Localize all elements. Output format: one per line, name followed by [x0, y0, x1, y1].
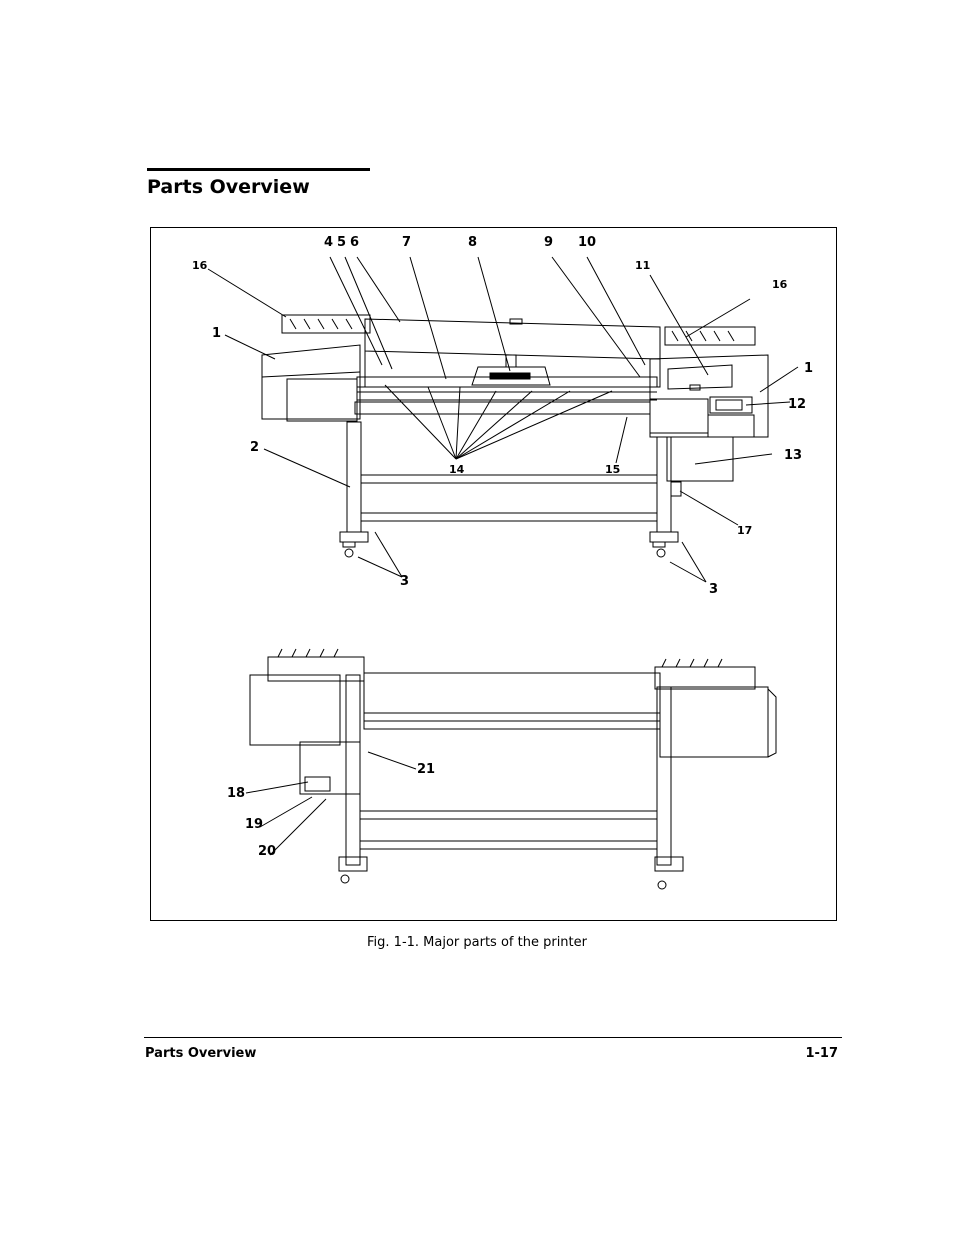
- label-18: 18: [227, 786, 245, 801]
- carriage: [471, 354, 551, 386]
- label-19: 19: [245, 817, 263, 832]
- label-3-right: 3: [709, 582, 718, 597]
- label-4: 4: [324, 235, 333, 250]
- label-20: 20: [258, 844, 276, 859]
- label-7: 7: [402, 235, 411, 250]
- ink-cabinet: [666, 436, 734, 482]
- label-8: 8: [468, 235, 477, 250]
- label-1-right: 1: [804, 361, 813, 376]
- leader-lines-rear: [245, 751, 417, 856]
- figure-frame: [150, 227, 837, 921]
- label-10: 10: [578, 235, 596, 250]
- printer-figure: 16 1 2 3 4 5 6 7 8 9 10 11 16 1 12 13 14…: [192, 235, 813, 890]
- label-17: 17: [737, 524, 752, 537]
- right-cover: [649, 354, 769, 438]
- label-11: 11: [635, 259, 650, 272]
- label-9: 9: [544, 235, 553, 250]
- footer-rule: [144, 1037, 842, 1038]
- label-16-right: 16: [772, 278, 788, 291]
- label-6: 6: [350, 235, 359, 250]
- label-12: 12: [788, 397, 806, 412]
- label-16-left: 16: [192, 259, 208, 272]
- label-15: 15: [605, 463, 620, 476]
- leader-lines-front: [207, 256, 799, 583]
- label-5: 5: [337, 235, 346, 250]
- front-stand: [339, 421, 682, 558]
- title-rule: [147, 168, 370, 171]
- platen: [354, 376, 658, 415]
- label-2: 2: [250, 440, 259, 455]
- rear-view: [249, 648, 777, 890]
- left-cover: [261, 344, 361, 422]
- figure-caption: Fig. 1-1. Major parts of the printer: [367, 935, 587, 950]
- label-21: 21: [417, 762, 435, 777]
- footer-section-title: Parts Overview: [145, 1046, 257, 1061]
- page-title: Parts Overview: [147, 176, 310, 198]
- label-13: 13: [784, 448, 802, 463]
- label-1-left: 1: [212, 326, 221, 341]
- right-spool-holder: [664, 326, 756, 346]
- left-spool-holder: [281, 314, 371, 334]
- label-14: 14: [449, 463, 465, 476]
- label-3-left: 3: [400, 574, 409, 589]
- footer-page-number: 1-17: [805, 1046, 838, 1061]
